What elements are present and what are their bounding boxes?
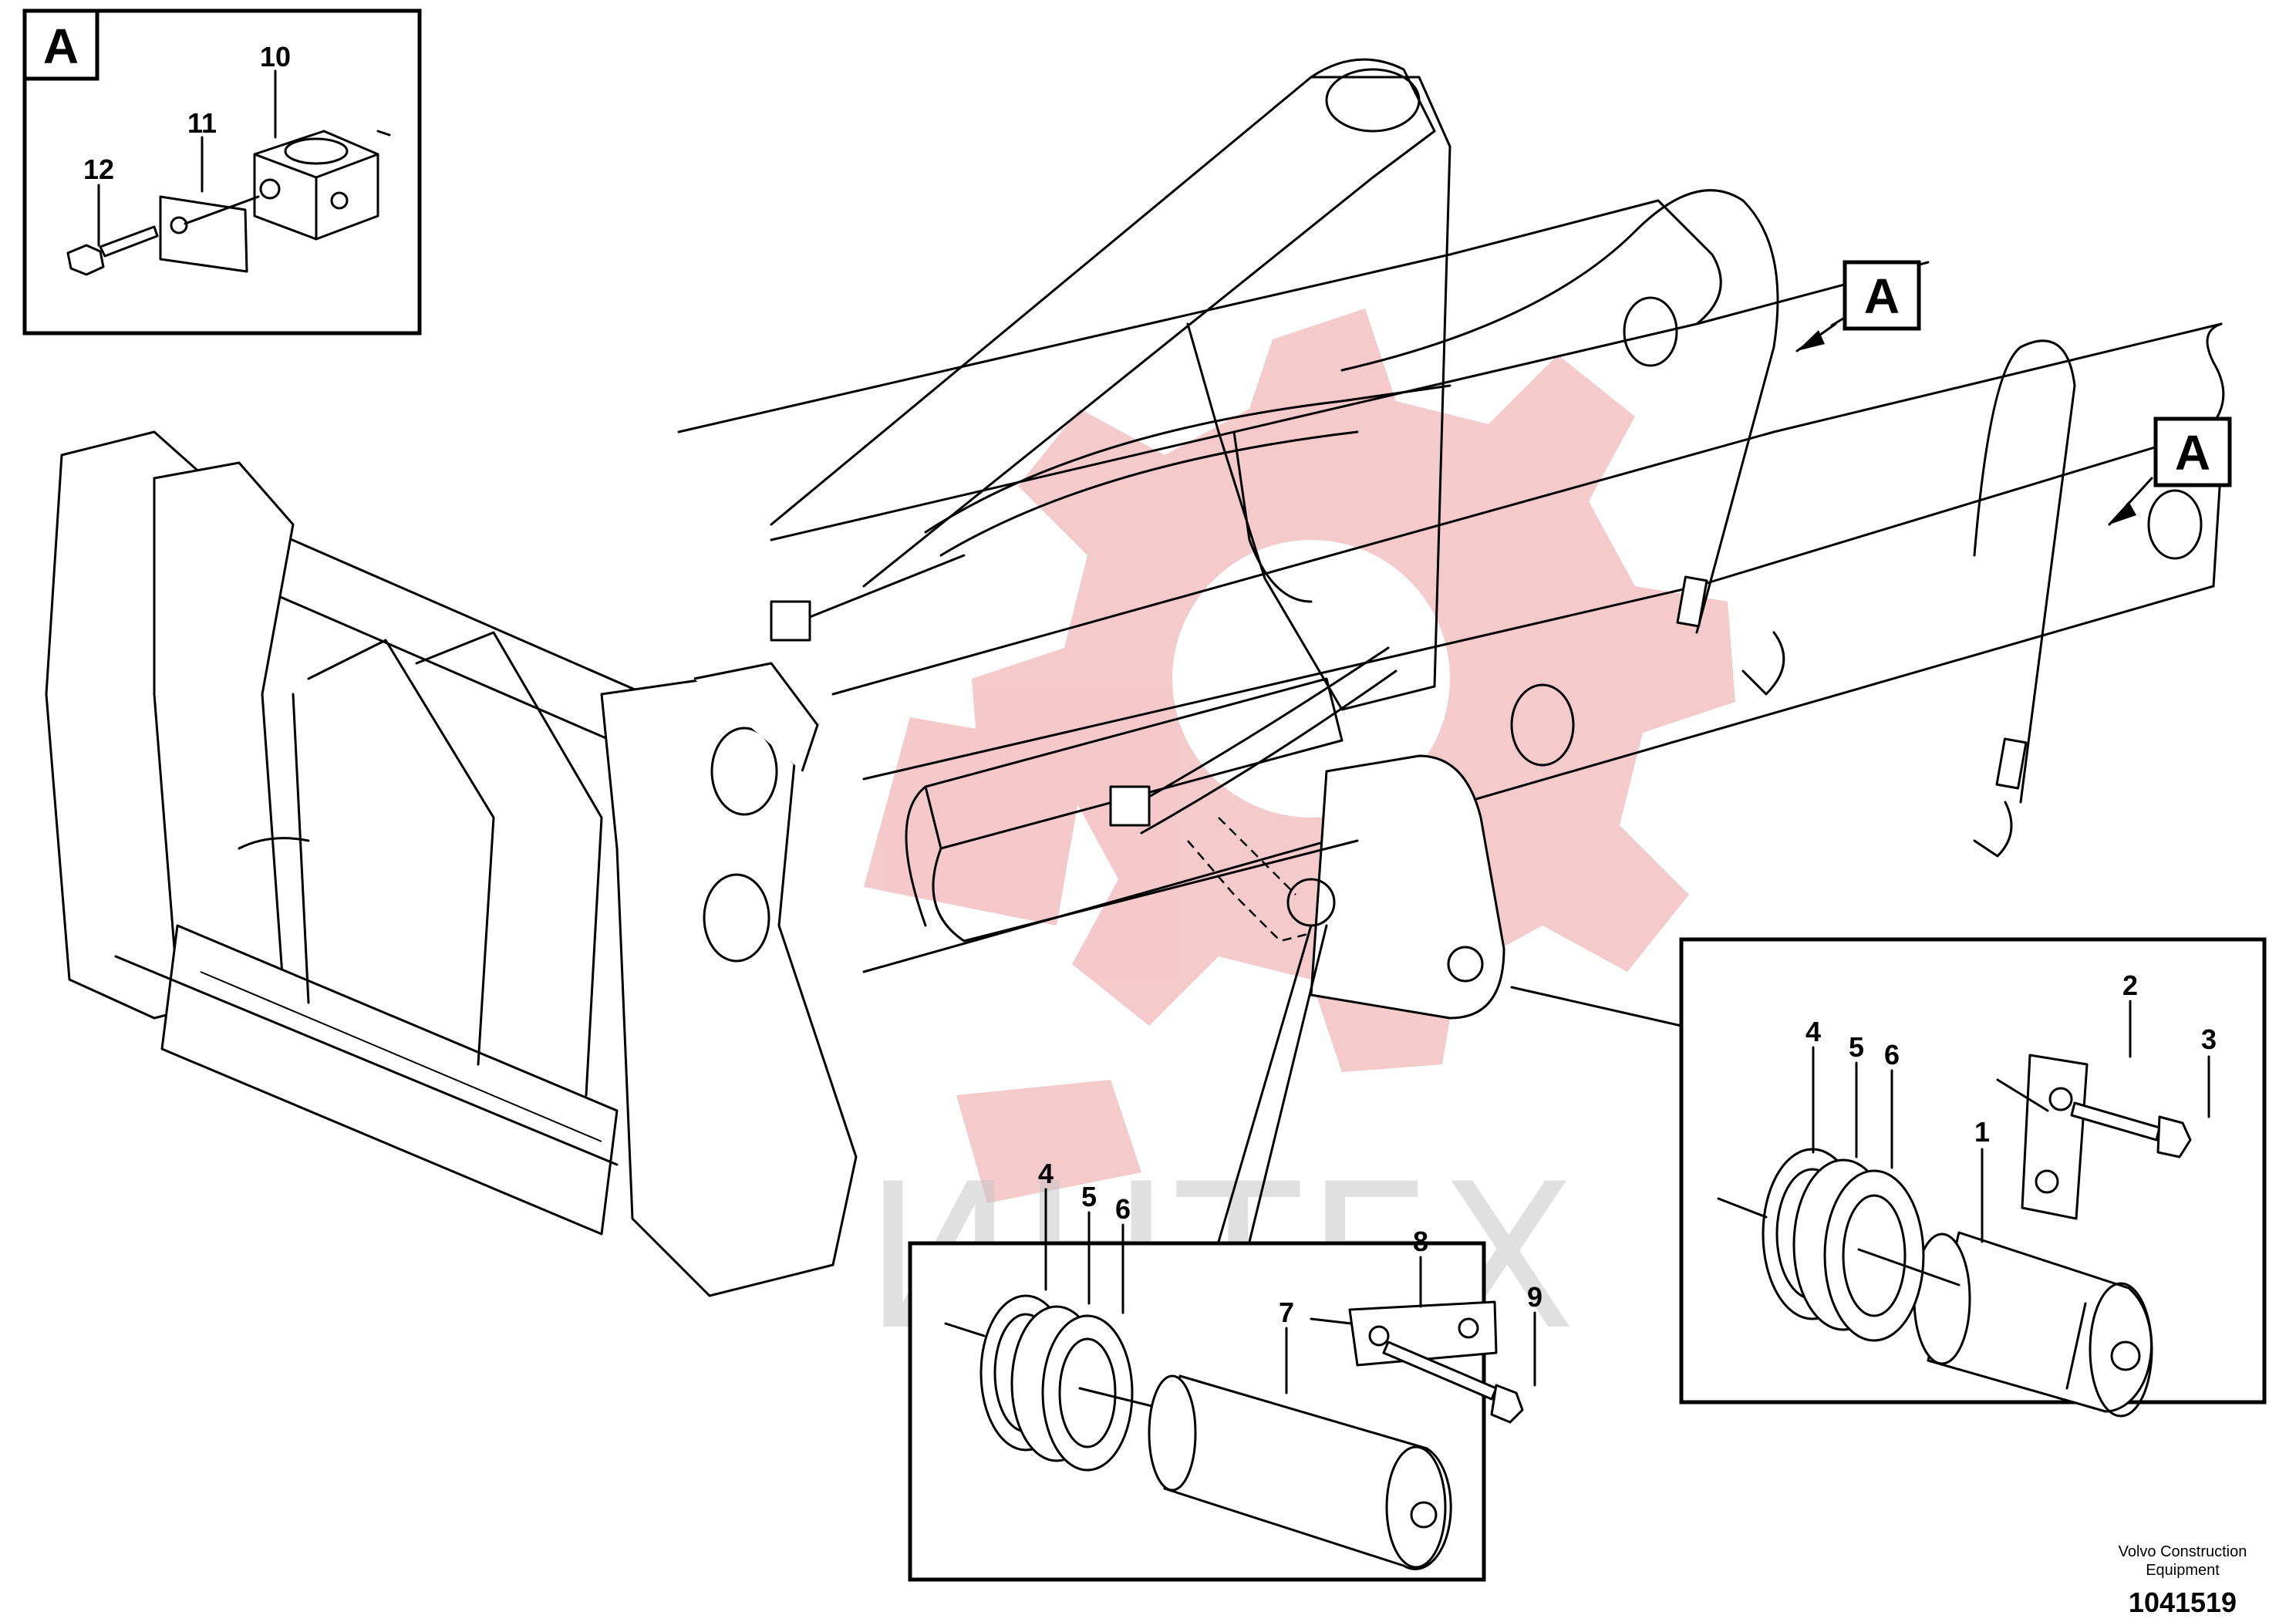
callout-8: 8 — [1413, 1226, 1428, 1257]
callout-6b: 6 — [1115, 1193, 1131, 1225]
callout-5b: 5 — [1081, 1181, 1097, 1212]
watermark: ИНТЕХ — [864, 309, 1735, 1374]
callout-5: 5 — [1849, 1031, 1864, 1063]
detail-a-tag: A — [43, 19, 79, 74]
callout-6: 6 — [1884, 1039, 1900, 1071]
detail-bottom-box: 4 5 6 8 7 9 — [908, 1158, 1542, 1582]
footer: Volvo Construction Equipment 1041519 — [2119, 1543, 2247, 1618]
callout-9: 9 — [1527, 1281, 1542, 1313]
callout-11: 11 — [187, 107, 217, 139]
credit-line-2: Equipment — [2146, 1562, 2220, 1579]
tag-a-upper-label: A — [1864, 268, 1900, 324]
doc-number: 1041519 — [2129, 1587, 2237, 1618]
credit-line-1: Volvo Construction — [2119, 1543, 2247, 1560]
callout-4b: 4 — [1038, 1158, 1054, 1189]
tag-a-lower-label: A — [2175, 425, 2210, 481]
detail-right-box: 2 3 1 4 5 6 — [1679, 937, 2267, 1418]
detail-a-box: A 10 11 12 — [22, 8, 422, 336]
callout-4: 4 — [1805, 1016, 1821, 1047]
tag-a-lower: A — [2108, 416, 2232, 526]
callout-7: 7 — [1279, 1297, 1294, 1328]
callout-12: 12 — [83, 153, 114, 185]
callout-10: 10 — [260, 41, 291, 73]
watermark-gear-icon — [864, 309, 1735, 1203]
callout-1: 1 — [1974, 1116, 1990, 1148]
loader-frame-drawing — [45, 58, 2225, 1297]
callout-3: 3 — [2201, 1023, 2217, 1055]
callout-2: 2 — [2122, 969, 2138, 1001]
tag-a-upper: A — [1795, 260, 1921, 352]
